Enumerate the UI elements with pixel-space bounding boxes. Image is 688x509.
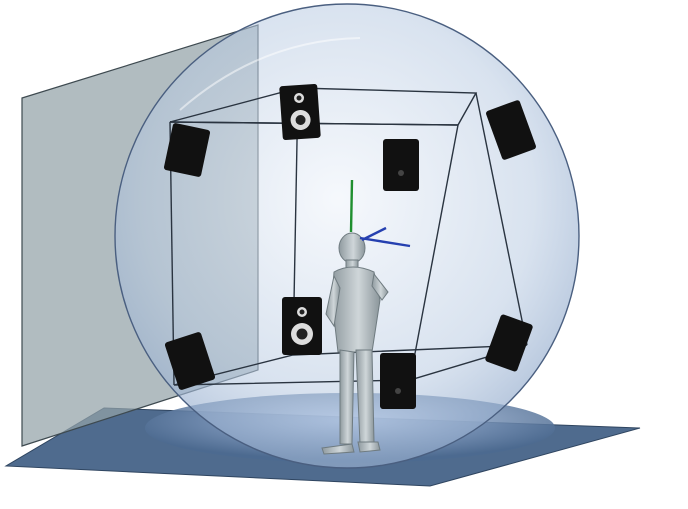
speaker-top-front-center xyxy=(279,84,321,141)
speaker-bottom-front-center xyxy=(282,297,322,355)
speaker-bottom-back xyxy=(380,353,416,409)
speaker-top-back xyxy=(383,139,419,191)
axis-up-line xyxy=(351,180,352,232)
